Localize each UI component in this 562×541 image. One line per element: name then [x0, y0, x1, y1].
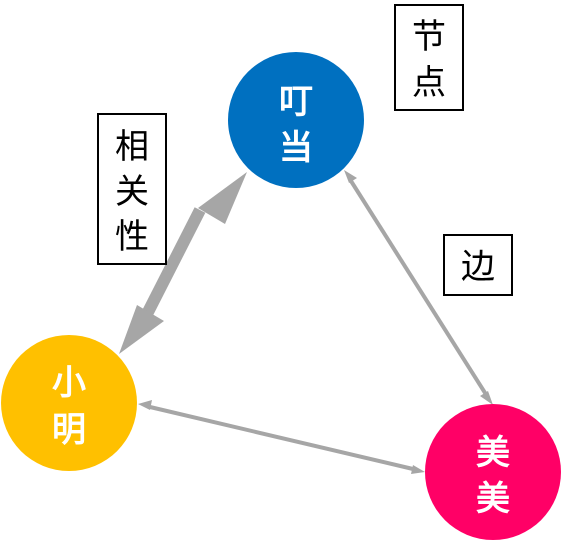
- edge-line-thick: [140, 207, 206, 319]
- arrowhead-up: [198, 172, 247, 224]
- annotation-text: 节: [412, 17, 446, 57]
- node-circle: [228, 52, 364, 188]
- node-label-line: 小: [52, 363, 86, 403]
- arrowhead-down: [119, 305, 164, 354]
- node-label-line: 当: [279, 128, 313, 168]
- annotation-text: 关: [115, 172, 149, 212]
- arrowhead-right: [411, 465, 425, 474]
- annotation-text: 边: [461, 247, 495, 287]
- annotation-box: [443, 234, 513, 296]
- annotation-box: [394, 4, 464, 111]
- edge-xiaoming-meimei: [138, 400, 425, 474]
- annotation-text: 点: [412, 63, 446, 103]
- node-meimei: 美 美: [425, 404, 561, 540]
- annotation-box: [97, 113, 167, 265]
- arrowhead-left: [138, 400, 152, 410]
- arrowhead-top: [344, 170, 357, 183]
- edge-line-thin: [149, 405, 414, 471]
- node-label-line: 美: [476, 433, 510, 473]
- edge-xiaoming-dingdang: [119, 172, 247, 354]
- node-circle: [425, 404, 561, 540]
- edge-dingdang-meimei: [344, 170, 493, 405]
- node-dingdang: 叮 当: [228, 52, 364, 188]
- node-label-line: 明: [52, 410, 86, 450]
- node-label-line: 叮: [279, 82, 313, 122]
- annotation-text: 性: [115, 217, 149, 257]
- node-xiaoming: 小 明: [1, 335, 137, 471]
- node-circle: [1, 335, 137, 471]
- edge-line-thin: [349, 179, 489, 398]
- annotation-node: 节 点: [394, 4, 464, 111]
- arrowhead-bottom: [480, 391, 493, 405]
- annotation-relevance: 相 关 性: [97, 113, 167, 265]
- annotation-edge: 边: [443, 234, 513, 296]
- node-label-line: 美: [476, 479, 510, 519]
- annotation-text: 相: [115, 127, 149, 167]
